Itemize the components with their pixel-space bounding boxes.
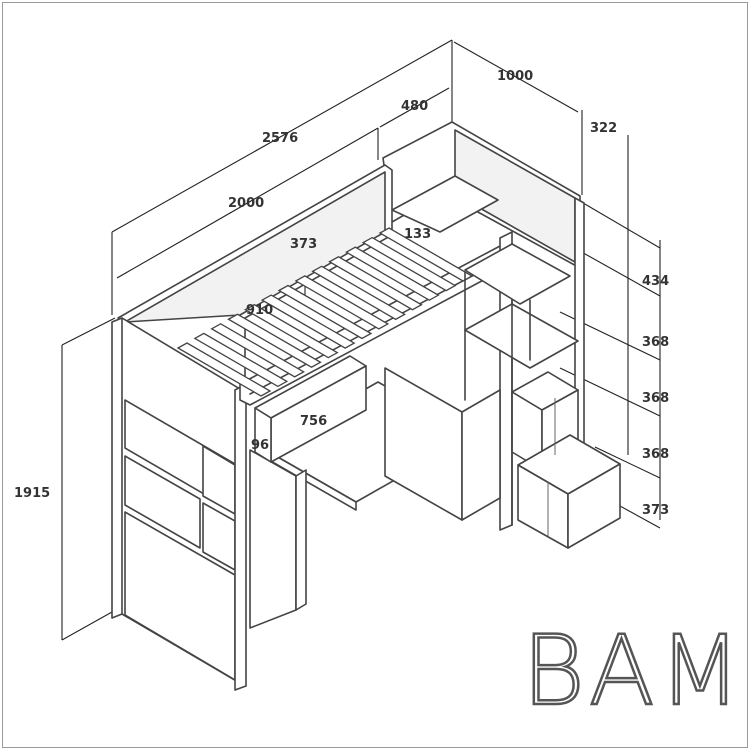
dim-steps-offset: 322 <box>590 121 617 136</box>
drawer-side <box>254 407 272 463</box>
bed-slat <box>378 227 474 282</box>
desk-leg-left <box>249 449 297 629</box>
bed-slat <box>176 342 272 397</box>
front-post <box>234 383 247 691</box>
dim-length-total: 2576 <box>262 131 298 146</box>
stair-shelf-2 <box>464 243 571 305</box>
bed-slats <box>176 227 474 397</box>
dim-step-5: 373 <box>642 503 669 518</box>
bed-slat <box>311 265 406 321</box>
dim-width-total: 1000 <box>497 69 533 84</box>
bed-slat <box>277 284 373 340</box>
dim-slat-end: 133 <box>404 227 431 242</box>
dim-height-total: 1915 <box>14 486 50 501</box>
dimension-labels: 2576 2000 480 1000 322 373 133 910 756 9… <box>14 69 669 518</box>
dim-bed-width: 910 <box>246 303 273 318</box>
desk-cabinet <box>384 367 463 521</box>
bed-slat <box>328 256 423 311</box>
bed-slat <box>260 294 356 349</box>
desk-cabinet-side <box>461 389 501 521</box>
bed-slat <box>210 323 305 378</box>
storage-staircase <box>391 175 621 549</box>
bed-slat <box>193 332 289 388</box>
dim-drawer-width: 756 <box>300 414 327 429</box>
under-bed-furniture <box>249 355 501 629</box>
brand-logo: BAMI <box>522 615 750 727</box>
dim-step-1: 434 <box>642 274 669 289</box>
dim-drawer-height: 96 <box>251 438 269 453</box>
stair-top-shelf <box>391 175 499 233</box>
dim-length-bed: 2000 <box>228 196 264 211</box>
bed-slat <box>227 313 322 368</box>
bed-slat <box>294 275 390 330</box>
dim-step-3: 368 <box>642 391 669 406</box>
step-bottom-side <box>567 463 621 549</box>
bed-slat <box>244 303 339 359</box>
bed-frame <box>111 121 585 691</box>
stair-shelf-3 <box>464 303 579 369</box>
dim-step-2: 368 <box>642 335 669 350</box>
dim-top-step: 480 <box>401 99 428 114</box>
dim-step-4: 368 <box>642 447 669 462</box>
bed-slat <box>345 246 440 301</box>
desk-leg-left-side <box>295 469 307 611</box>
dim-slat-gap: 373 <box>290 237 317 252</box>
end-panel-block-2 <box>124 455 201 549</box>
bed-slat <box>361 236 457 292</box>
